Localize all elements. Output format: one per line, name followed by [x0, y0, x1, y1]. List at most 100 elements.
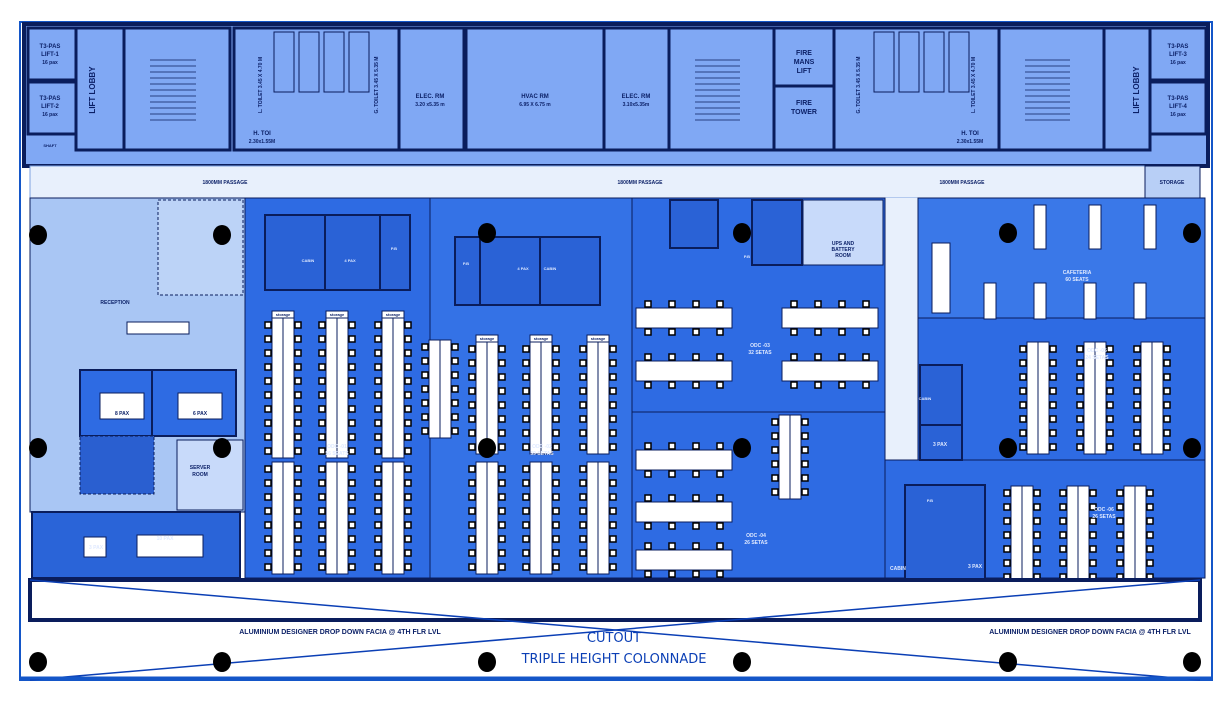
chair: [716, 353, 724, 361]
hvac-room: [464, 26, 606, 152]
cabin-room: [479, 236, 541, 306]
room-label: P.B: [391, 246, 397, 251]
chair: [468, 443, 476, 451]
chair: [348, 535, 356, 543]
elec-room: [397, 26, 466, 152]
chair: [668, 381, 676, 389]
chair: [668, 442, 676, 450]
chair: [1076, 443, 1084, 451]
chair: [1076, 401, 1084, 409]
chair: [1076, 373, 1084, 381]
chair: [294, 349, 302, 357]
chair: [404, 391, 412, 399]
chair: [862, 328, 870, 336]
chair: [1089, 489, 1097, 497]
chair: [838, 328, 846, 336]
chair: [1076, 345, 1084, 353]
chair: [404, 433, 412, 441]
meeting-label: 3 PAX: [968, 564, 983, 570]
chair: [579, 359, 587, 367]
storage-label: storage: [386, 312, 401, 317]
chair: [374, 433, 382, 441]
chair: [668, 522, 676, 530]
meeting-table: [177, 392, 223, 420]
structural-column: [29, 438, 47, 458]
chair: [374, 349, 382, 357]
chair: [1133, 443, 1141, 451]
structural-column: [1183, 652, 1201, 672]
chair: [579, 521, 587, 529]
chair: [552, 493, 560, 501]
chair: [1133, 387, 1141, 395]
chair: [522, 465, 530, 473]
chair: [609, 563, 617, 571]
structural-column: [999, 223, 1017, 243]
chair: [522, 443, 530, 451]
chair: [348, 349, 356, 357]
chair: [348, 563, 356, 571]
chair: [421, 357, 429, 365]
facia-label-left: ALUMINIUM DESIGNER DROP DOWN FACIA @ 4TH…: [239, 629, 441, 636]
meeting-table: [126, 321, 190, 335]
chair: [716, 328, 724, 336]
toilet-stall: [898, 31, 920, 93]
chair: [404, 377, 412, 385]
fire-lift: [772, 26, 836, 88]
chair: [451, 357, 459, 365]
chair: [451, 371, 459, 379]
breakout-zone: [79, 435, 155, 495]
chair: [318, 419, 326, 427]
chair: [264, 549, 272, 557]
lift-1-label: LIFT-1: [41, 52, 59, 58]
chair: [609, 345, 617, 353]
chair: [264, 507, 272, 515]
chair: [468, 359, 476, 367]
chair: [609, 373, 617, 381]
structural-column: [478, 223, 496, 243]
chair: [468, 387, 476, 395]
chair: [1003, 531, 1011, 539]
chair: [1033, 531, 1041, 539]
chair: [522, 563, 530, 571]
chair: [348, 405, 356, 413]
chair: [716, 542, 724, 550]
chair: [294, 433, 302, 441]
chair: [374, 419, 382, 427]
stair: [667, 26, 776, 152]
chair: [609, 429, 617, 437]
chair: [421, 413, 429, 421]
chair: [552, 429, 560, 437]
room-label: CABIN: [302, 258, 315, 263]
cafeteria-zone: [917, 197, 1206, 319]
chair: [1019, 415, 1027, 423]
chair: [451, 385, 459, 393]
meeting-label: 3 PAX: [933, 442, 948, 448]
meeting-table: [99, 392, 145, 420]
chair: [404, 349, 412, 357]
chair: [790, 300, 798, 308]
room-label: P.B: [744, 254, 750, 259]
room-label: CABIN: [919, 396, 932, 401]
elec-room-label: ELEC. RM: [416, 94, 445, 100]
chair: [1003, 503, 1011, 511]
chair: [421, 427, 429, 435]
chair: [692, 522, 700, 530]
cafeteria-label: CAFETERIA: [1063, 270, 1092, 276]
chair: [468, 429, 476, 437]
toilet-label: L. TOILET 3.45 X 4.70 M: [971, 57, 977, 113]
chair: [404, 405, 412, 413]
chair: [1163, 443, 1171, 451]
chair: [692, 470, 700, 478]
toilet-stall: [348, 31, 370, 93]
chair: [609, 401, 617, 409]
lift-2-label: 16 pax: [42, 112, 58, 118]
chair: [468, 521, 476, 529]
chair: [498, 521, 506, 529]
vertical-passage: [885, 198, 918, 460]
chair: [552, 535, 560, 543]
storage-unit: [271, 310, 295, 319]
chair: [318, 335, 326, 343]
shaft-label: SHAFT: [43, 143, 57, 148]
chair: [552, 507, 560, 515]
